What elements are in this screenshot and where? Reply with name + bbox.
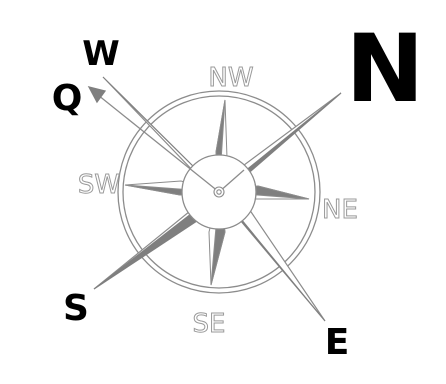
label-se: SE [193,309,226,339]
label-ne: NE [322,195,358,225]
label-s: S [63,288,89,329]
label-nw: NW [208,63,253,93]
label-e: E [325,322,350,363]
label-q: Q [52,78,83,119]
label-w: W [82,34,120,74]
label-sw: SW [78,170,120,200]
compass-pivot-icon [214,187,224,197]
arrow-head [89,87,105,102]
label-n: N [346,15,425,124]
